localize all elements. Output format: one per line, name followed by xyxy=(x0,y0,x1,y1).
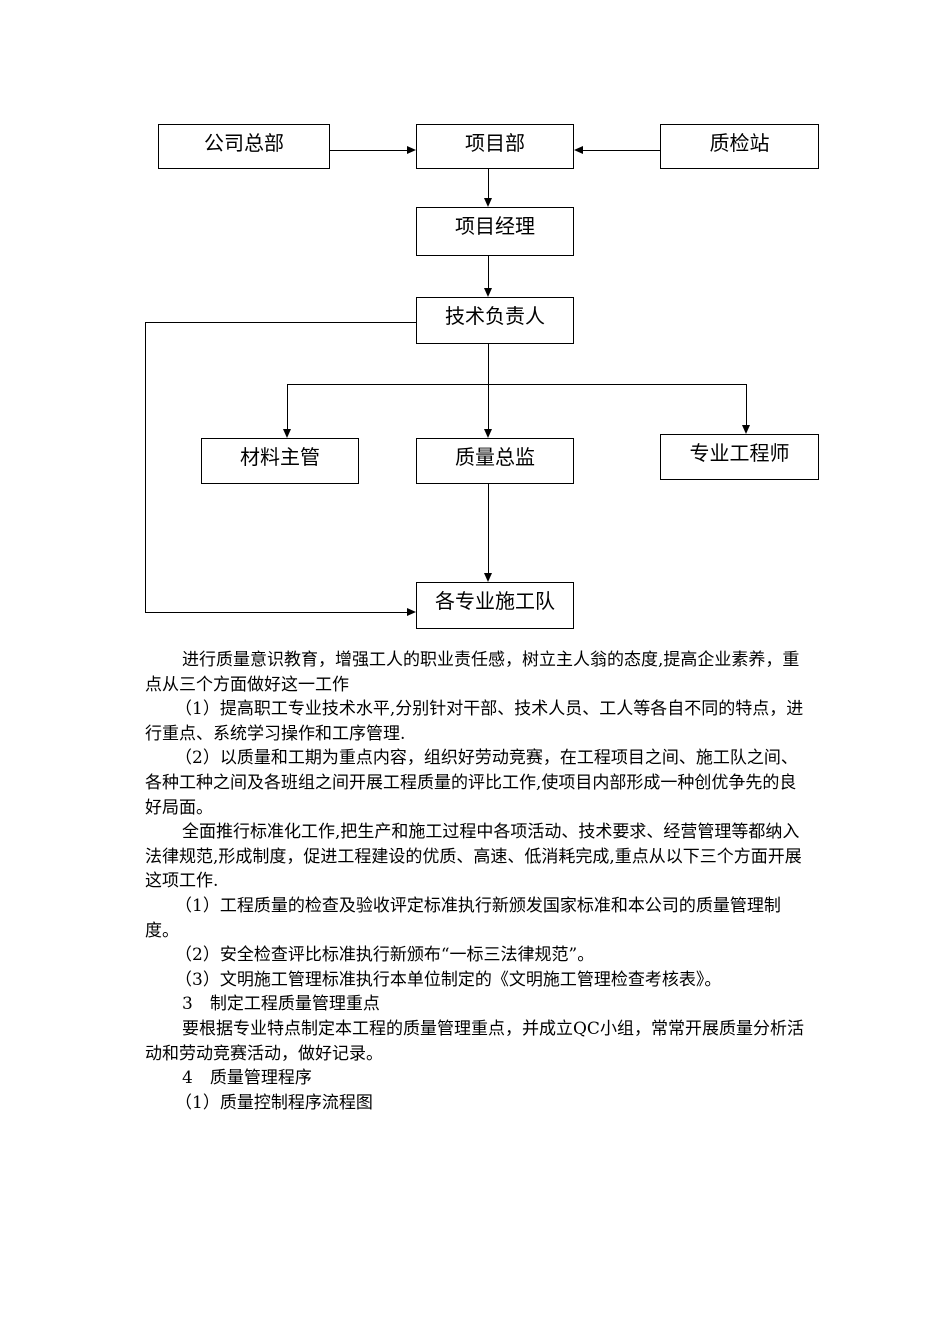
box-inspection-station: 质检站 xyxy=(660,124,819,169)
connector-to-engineer xyxy=(746,384,747,426)
connector-left-to-teams xyxy=(145,612,408,613)
paragraph: （1）质量控制程序流程图 xyxy=(175,1092,373,1113)
arrowhead-down xyxy=(742,425,750,434)
arrowhead-down xyxy=(484,573,492,582)
arrowhead-down xyxy=(484,429,492,438)
paragraph: 进行质量意识教育，增强工人的职业责任感，树立主人翁的态度,提高企业素养，重点从三… xyxy=(145,650,800,695)
box-quality-chief: 质量总监 xyxy=(416,438,574,484)
box-company-hq: 公司总部 xyxy=(158,124,330,169)
connector-branch-bar xyxy=(287,384,746,385)
arrowhead-down xyxy=(283,429,291,438)
box-project-manager: 项目经理 xyxy=(416,207,574,256)
box-project-dept: 项目部 xyxy=(416,124,574,169)
connector-left-vertical xyxy=(145,322,146,613)
connector-to-materials xyxy=(287,384,288,430)
connector-inspection-to-project xyxy=(583,150,660,151)
arrowhead-right xyxy=(407,146,416,154)
connector-manager-to-techlead xyxy=(488,256,489,289)
connector-quality-to-teams xyxy=(488,484,489,574)
arrowhead-left xyxy=(574,146,583,154)
box-materials-supervisor: 材料主管 xyxy=(201,438,359,484)
section-heading: 4 质量管理程序 xyxy=(182,1068,312,1089)
section-heading: 3 制定工程质量管理重点 xyxy=(182,994,380,1015)
connector-techlead-trunk xyxy=(488,344,489,384)
box-technical-lead: 技术负责人 xyxy=(416,297,574,344)
box-construction-teams: 各专业施工队 xyxy=(416,582,574,629)
connector-techlead-left xyxy=(145,322,416,323)
arrowhead-down xyxy=(484,198,492,207)
connector-hq-to-project xyxy=(330,150,408,151)
connector-project-to-manager xyxy=(488,169,489,199)
box-specialty-engineer: 专业工程师 xyxy=(660,434,819,480)
paragraph: 要根据专业特点制定本工程的质量管理重点，并成立QC小组，常常开展质量分析活动和劳… xyxy=(145,1018,804,1064)
paragraph: （3）文明施工管理标准执行本单位制定的《文明施工管理检查考核表》。 xyxy=(175,969,722,990)
body-text: 进行质量意识教育，增强工人的职业责任感，树立主人翁的态度,提高企业素养，重点从三… xyxy=(145,648,810,1115)
arrowhead-right xyxy=(407,608,416,616)
arrowhead-down xyxy=(484,288,492,297)
paragraph: （1）提高职工专业技术水平,分别针对干部、技术人员、工人等各自不同的特点，进行重… xyxy=(145,699,804,744)
connector-to-quality xyxy=(488,384,489,430)
paragraph: （2）安全检查评比标准执行新颁布“一标三法律规范”。 xyxy=(175,945,595,966)
paragraph: （1）工程质量的检查及验收评定标准执行新颁发国家标准和本公司的质量管理制度。 xyxy=(145,895,781,941)
paragraph: 全面推行标准化工作,把生产和施工过程中各项活动、技术要求、经营管理等都纳入法律规… xyxy=(145,822,802,892)
paragraph: （2）以质量和工期为重点内容，组织好劳动竞赛，在工程项目之间、施工队之间、各种工… xyxy=(145,748,798,818)
